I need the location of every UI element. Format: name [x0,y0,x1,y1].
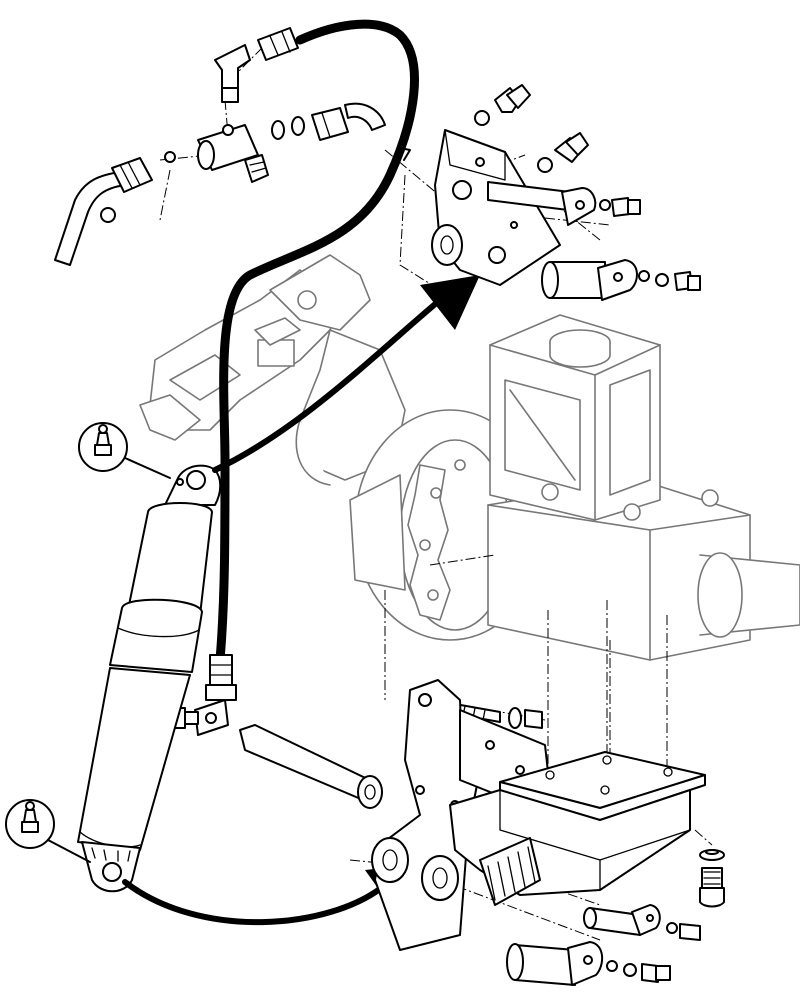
lower-mount-arrow [122,865,415,926]
hydraulic-fittings [54,27,411,266]
axle-housing [349,314,800,661]
upper-mounting-bracket [431,129,561,286]
lower-pin-hardware [506,904,701,986]
upper-bracket-bolts [474,84,701,301]
lower-grease-fitting-callout [5,799,91,863]
hydraulic-cylinder [77,464,222,893]
upper-grease-fitting-callout [78,422,171,479]
hydraulic-hose [215,19,419,665]
hose-end-fitting [205,654,237,701]
chassis-frame-ghost [139,254,406,486]
upper-mount-arrow [212,275,480,473]
rubber-bumper-block [479,837,541,906]
spacer-tube [239,724,383,809]
bumper-mount-bolt [699,849,725,908]
